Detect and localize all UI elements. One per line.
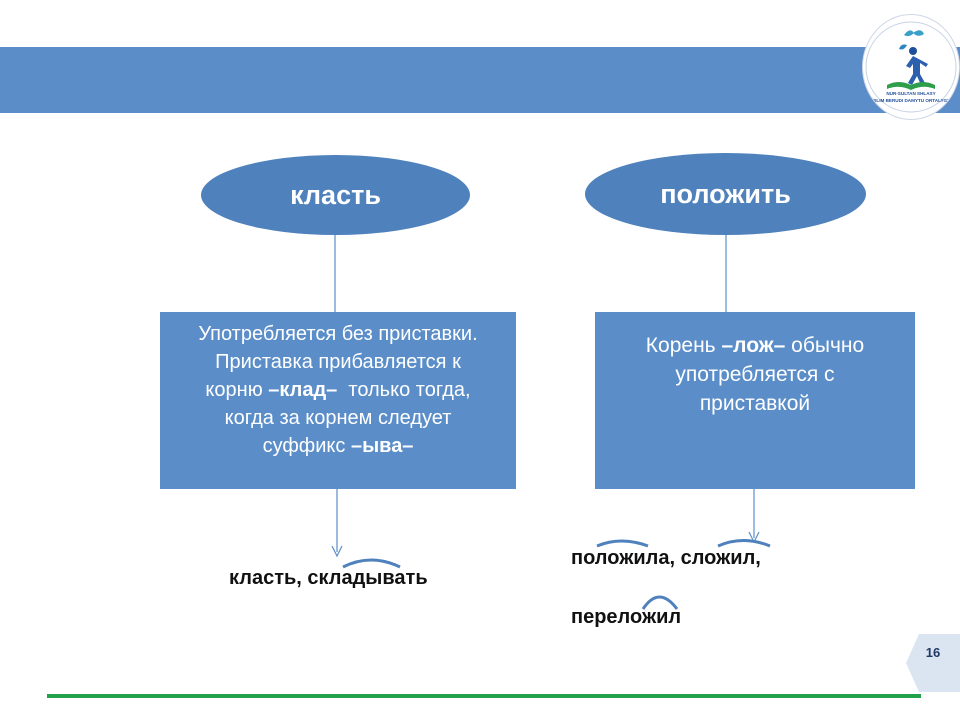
right-title: положить	[660, 178, 791, 209]
right-title-ellipse: положить	[585, 153, 866, 235]
logo-text-line2: BILIM BERUDI DAMYTU ORTALYGY	[871, 98, 951, 103]
page-number: 16	[925, 645, 941, 660]
left-examples: класть, складывать	[229, 567, 428, 589]
root-arc-skladyvat	[342, 558, 401, 569]
organization-logo: NUR-SULTAN SHLASY BILIM BERUDI DAMYTU OR…	[862, 14, 960, 120]
left-suffix-morpheme: –ыва–	[350, 434, 414, 457]
right-root-morpheme: –лож–	[721, 334, 786, 357]
right-examples-line1: положила, сложил,	[571, 547, 761, 569]
right-rule-text: употребляется с	[675, 363, 835, 386]
left-rule-text: Приставка прибавляется к	[215, 350, 461, 373]
right-rule-box: Корень –лож– обычно употребляется с прис…	[595, 312, 915, 489]
left-rule-line: корню –клад– только тогда,	[198, 376, 477, 404]
root-arc-slozhil	[717, 539, 771, 548]
page-number-tab	[906, 634, 960, 692]
left-rule-line: суффикс –ыва–	[198, 432, 477, 460]
left-title: класть	[290, 179, 381, 210]
header-band	[0, 47, 960, 113]
root-arc-perelozhil	[641, 595, 679, 610]
right-examples-line2: переложил	[571, 606, 682, 628]
left-rule-text: корню	[205, 378, 269, 401]
right-rule-line: употребляется с	[646, 360, 864, 389]
left-rule-text: Употребляется без приставки.	[198, 322, 478, 345]
logo-text-line1: NUR-SULTAN SHLASY	[886, 91, 936, 96]
left-rule-line: когда за корнем следует	[198, 404, 477, 432]
left-rule-box: Употребляется без приставки. Приставка п…	[160, 312, 516, 489]
left-rule-line: Приставка прибавляется к	[198, 348, 477, 376]
left-rule-line: Употребляется без приставки.	[198, 320, 477, 348]
left-rule-text: только тогда,	[337, 378, 471, 401]
left-rule-text: когда за корнем следует	[224, 406, 452, 429]
right-rule-text: приставкой	[699, 392, 811, 415]
bottom-rule	[47, 694, 921, 698]
root-arc-polozhila	[596, 539, 649, 548]
right-rule-text: обычно	[785, 334, 865, 357]
right-rule-line: приставкой	[646, 389, 864, 418]
right-rule-text: Корень	[645, 334, 722, 357]
left-root-morpheme: –клад–	[268, 378, 338, 401]
left-title-ellipse: класть	[201, 155, 470, 235]
logo-emblem-icon	[865, 21, 957, 113]
left-rule-text: суффикс	[262, 434, 351, 457]
right-rule-line: Корень –лож– обычно	[646, 331, 864, 360]
left-arrowhead	[331, 545, 343, 558]
